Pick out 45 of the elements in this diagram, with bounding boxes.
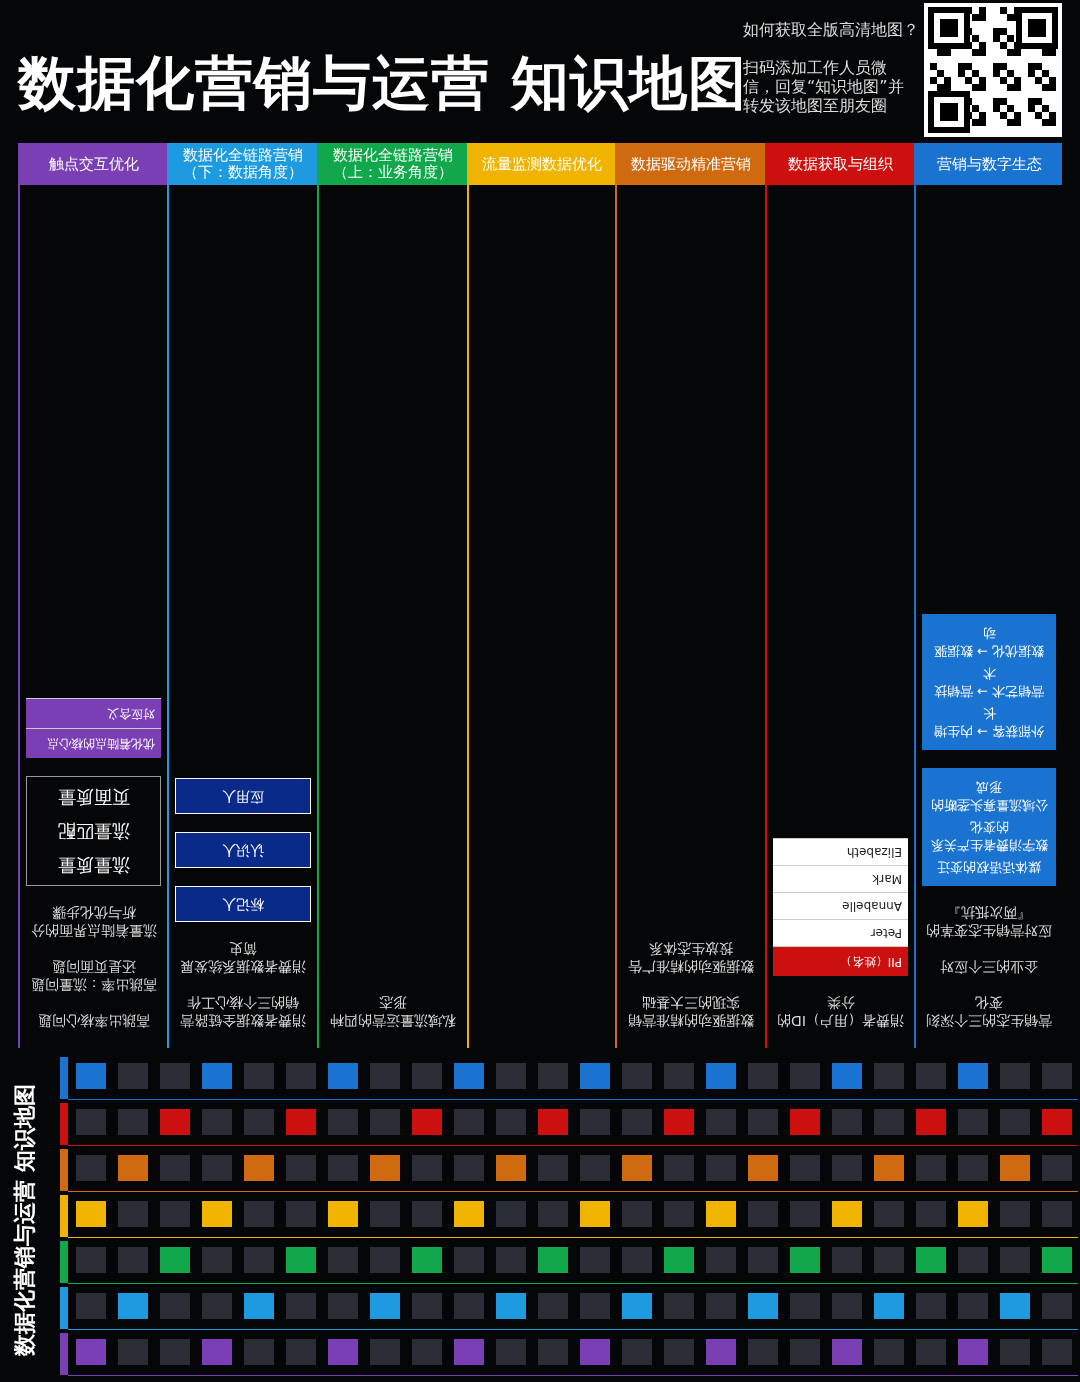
box-text: 外部获客 → 内生增长	[932, 705, 1046, 740]
table	[773, 838, 908, 976]
box-text: 媒体话语权的变迁	[936, 859, 1042, 876]
section-heading: 消费者数据系统发展简史	[179, 940, 307, 976]
box-text: 营销艺术 → 营销技术	[932, 665, 1046, 700]
column-header: 数据驱动精准营销	[617, 143, 765, 185]
qr-prompt: 如何获取全版高清地图？	[743, 20, 919, 41]
info-box	[922, 768, 1056, 886]
table-cell: 对应含义	[26, 698, 161, 728]
table-cell: Peter	[773, 919, 908, 946]
label-box: 认识人	[175, 832, 311, 868]
box-text: 流量匹配	[56, 820, 131, 843]
bordered-box	[26, 776, 161, 886]
table-header: PII（姓名）	[773, 946, 908, 976]
box-text: 页面质量	[56, 786, 131, 809]
column-header: 数据化全链路营销（上：业务角度）	[319, 143, 467, 185]
vertical-title: 数据化营销与运营 知识地图	[11, 1083, 38, 1358]
box-text: 流量质量	[56, 854, 131, 877]
column-header: 营销与数字生态	[916, 143, 1062, 185]
section-heading: 营销生态的三个深刻变化	[925, 994, 1053, 1030]
box-text: 数据优化 → 数据驱动	[932, 625, 1046, 660]
label-box: 标记人	[175, 886, 311, 922]
label-box: 应用人	[175, 778, 311, 814]
column-header: 数据获取与组织	[767, 143, 914, 185]
table-cell: Annabelle	[773, 892, 908, 919]
section-heading: 数据驱动的精准广告投放生态体系	[627, 940, 755, 976]
section-heading: 高跳出率：流量问题还是页面问题	[29, 958, 158, 994]
section-heading: 数据驱动的精准营销实现的三大基础	[627, 994, 755, 1030]
table-header: 优化着陆点的核心点	[26, 728, 161, 758]
section-heading: 高跳出率核心问题	[36, 1012, 151, 1030]
section-heading: 消费者（用户）ID的分类	[776, 994, 905, 1030]
box-text: 数字消费者生产关系的变化	[929, 819, 1049, 854]
section-heading: 企业的三个应对	[939, 958, 1039, 976]
section-heading: 流量着陆点界面的分析与优化步骤	[29, 904, 158, 940]
section-heading: 私域流量运营的四种形态	[329, 994, 457, 1030]
table-cell: Elizabeth	[773, 838, 908, 865]
info-box	[922, 614, 1056, 750]
section-heading: 消费者数据全链路营销的三个核心工作	[179, 994, 307, 1030]
column-header: 数据化全链路营销（下：数据角度）	[169, 143, 317, 185]
table-cell: Mark	[773, 865, 908, 892]
column-header: 触点交互优化	[20, 143, 167, 185]
column-header: 流量监测数据优化	[469, 143, 615, 185]
table	[26, 698, 161, 758]
section-heading: 应对营销生态变革的『两次抵抗』	[925, 904, 1053, 940]
box-text: 公域流量寡头垄断的形成	[929, 779, 1049, 814]
